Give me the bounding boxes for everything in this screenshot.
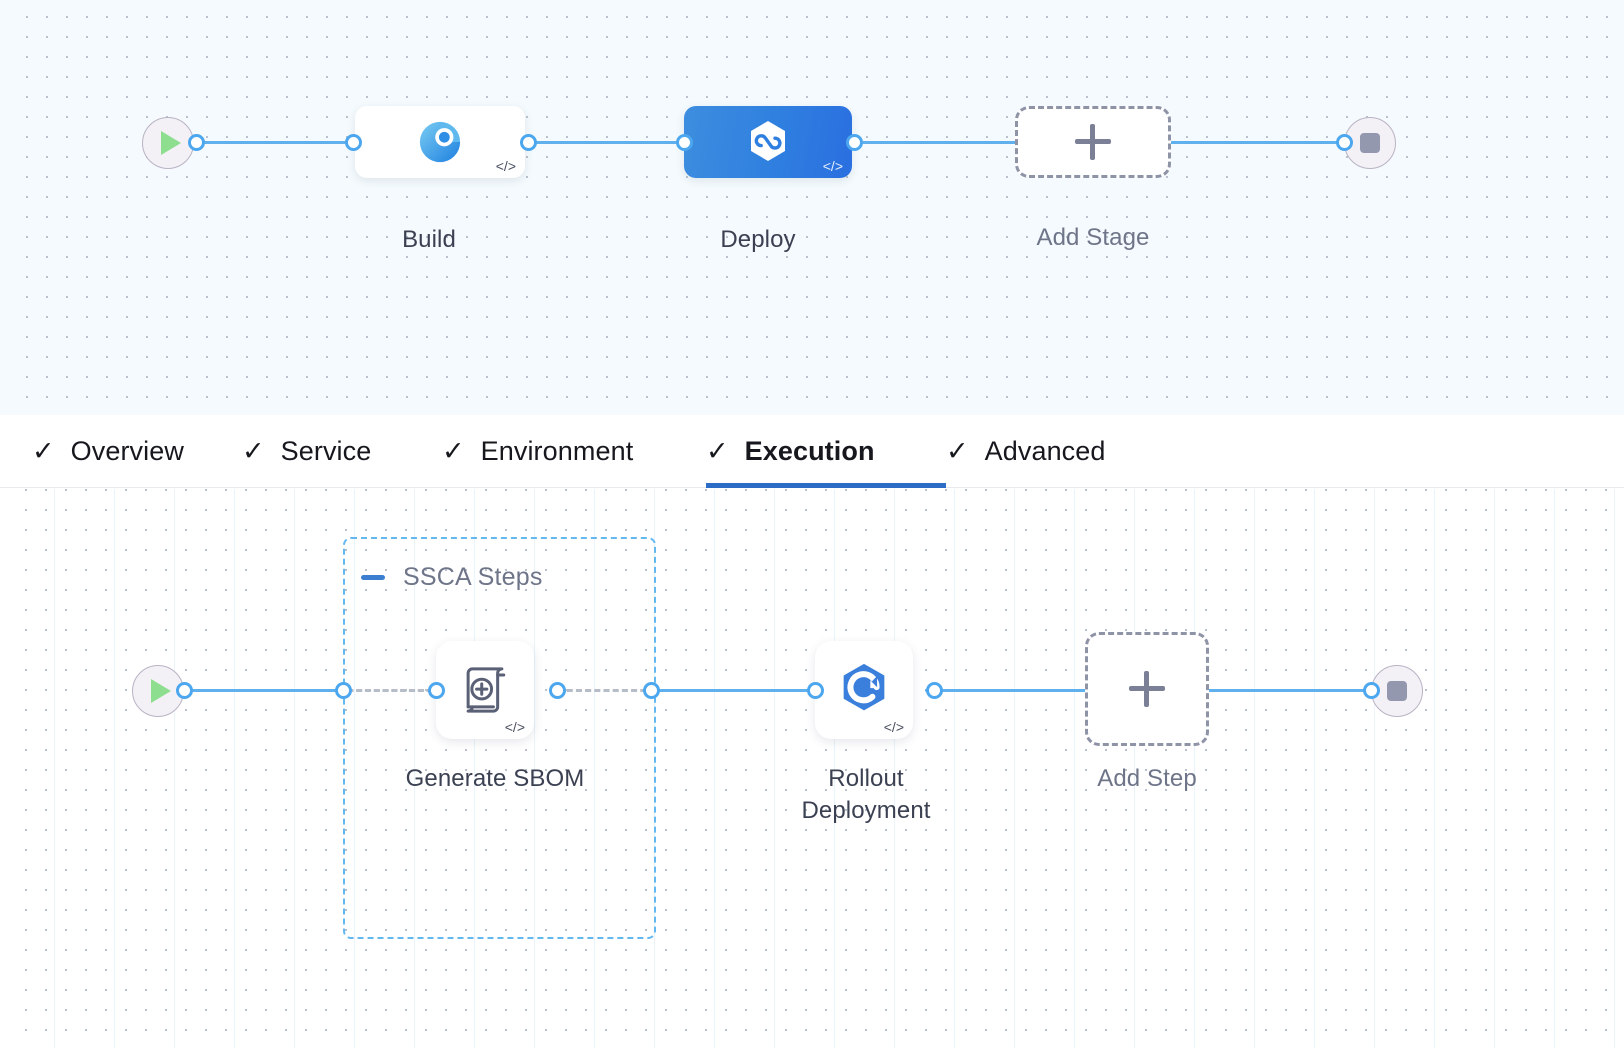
tab-list: ✓ Overview ✓ Service ✓ Environment ✓ Exe…: [32, 415, 1176, 488]
check-icon: ✓: [442, 436, 465, 466]
step-group-header[interactable]: SSCA Steps: [361, 563, 543, 592]
code-badge-icon[interactable]: </>: [822, 158, 843, 174]
edge-deploy-to-addstage: [852, 141, 1022, 144]
edge-group-in-to-sbom: [346, 689, 438, 692]
port-sbom-in[interactable]: [428, 682, 445, 699]
edge-rollout-to-addstep: [925, 689, 1091, 692]
minus-icon[interactable]: [361, 575, 385, 580]
tab-label: Environment: [480, 436, 634, 466]
stage-label-deploy: Deploy: [720, 226, 796, 253]
port-rollout-out[interactable]: [926, 682, 943, 699]
stages-canvas-grid: [11, 0, 1624, 415]
stages-canvas[interactable]: </> Build </> Deploy Add Stage: [0, 0, 1624, 415]
code-badge-icon[interactable]: </>: [495, 158, 516, 174]
step-group-title: SSCA Steps: [403, 563, 543, 591]
port-build-in[interactable]: [345, 134, 362, 151]
edge-addstep-to-end: [1208, 689, 1378, 692]
tab-overview[interactable]: ✓ Overview: [32, 415, 242, 488]
stop-icon: [1387, 681, 1407, 701]
execution-steps-canvas[interactable]: SSCA Steps: [0, 489, 1624, 1048]
port-deploy-out[interactable]: [846, 134, 863, 151]
stage-node-deploy[interactable]: </>: [684, 106, 852, 178]
execution-start-node[interactable]: [132, 665, 184, 717]
code-badge-icon[interactable]: </>: [883, 719, 904, 735]
tab-service[interactable]: ✓ Service: [242, 415, 442, 488]
edge-start-to-group: [180, 689, 348, 692]
play-icon: [151, 679, 171, 703]
play-icon: [161, 131, 181, 155]
port-deploy-in[interactable]: [676, 134, 693, 151]
step-group-ssca[interactable]: [343, 537, 656, 939]
edge-group-to-rollout: [650, 689, 815, 692]
edge-sbom-to-group-out: [556, 689, 652, 692]
plus-icon: [1129, 671, 1165, 707]
deploy-cd-hexagon-icon: [751, 121, 785, 161]
add-stage-button[interactable]: [1015, 106, 1171, 178]
port-group-in[interactable]: [335, 682, 352, 699]
kubernetes-rollout-icon: [843, 663, 885, 711]
step-node-rollout-deployment[interactable]: </>: [815, 641, 913, 739]
step-node-generate-sbom[interactable]: </>: [436, 641, 534, 739]
tab-advanced[interactable]: ✓ Advanced: [946, 415, 1176, 488]
step-label-rollout-deployment: Rollout Deployment: [768, 763, 964, 828]
tab-label: Service: [280, 436, 372, 466]
check-icon: ✓: [32, 436, 55, 466]
edge-build-to-deploy: [528, 141, 688, 144]
check-icon: ✓: [706, 436, 729, 466]
step-label-line-2: Deployment: [801, 797, 931, 825]
edge-addstage-to-end: [1168, 141, 1350, 144]
port-rollout-in[interactable]: [807, 682, 824, 699]
tab-environment[interactable]: ✓ Environment: [442, 415, 706, 488]
add-step-button[interactable]: [1085, 632, 1209, 746]
code-badge-icon[interactable]: </>: [504, 719, 525, 735]
stage-config-tabbar: ✓ Overview ✓ Service ✓ Environment ✓ Exe…: [0, 415, 1624, 488]
edge-start-to-build: [196, 141, 356, 144]
stop-icon: [1360, 133, 1380, 153]
tab-label: Overview: [70, 436, 184, 466]
tab-label: Execution: [744, 436, 875, 466]
sbom-scroll-plus-icon: [466, 667, 506, 713]
check-icon: ✓: [946, 436, 969, 466]
port-start-out[interactable]: [188, 134, 205, 151]
stage-node-build[interactable]: </>: [355, 106, 525, 178]
steps-canvas-grid: [16, 489, 1624, 1048]
plus-icon: [1075, 124, 1111, 160]
port-build-out[interactable]: [520, 134, 537, 151]
port-end-in[interactable]: [1336, 134, 1353, 151]
port-exec-end-in[interactable]: [1363, 682, 1380, 699]
tab-label: Advanced: [984, 436, 1106, 466]
pipeline-start-node[interactable]: [142, 117, 194, 169]
port-group-out[interactable]: [643, 682, 660, 699]
add-step-label: Add Step: [1097, 765, 1197, 792]
add-stage-label: Add Stage: [1036, 224, 1150, 251]
step-label-generate-sbom: Generate SBOM: [405, 765, 585, 792]
step-label-line-1: Rollout: [828, 765, 904, 792]
build-ci-icon: [419, 121, 461, 163]
tab-execution[interactable]: ✓ Execution: [706, 415, 946, 488]
stage-label-build: Build: [402, 226, 456, 253]
port-sbom-out[interactable]: [549, 682, 566, 699]
check-icon: ✓: [242, 436, 265, 466]
port-exec-start-out[interactable]: [176, 682, 193, 699]
